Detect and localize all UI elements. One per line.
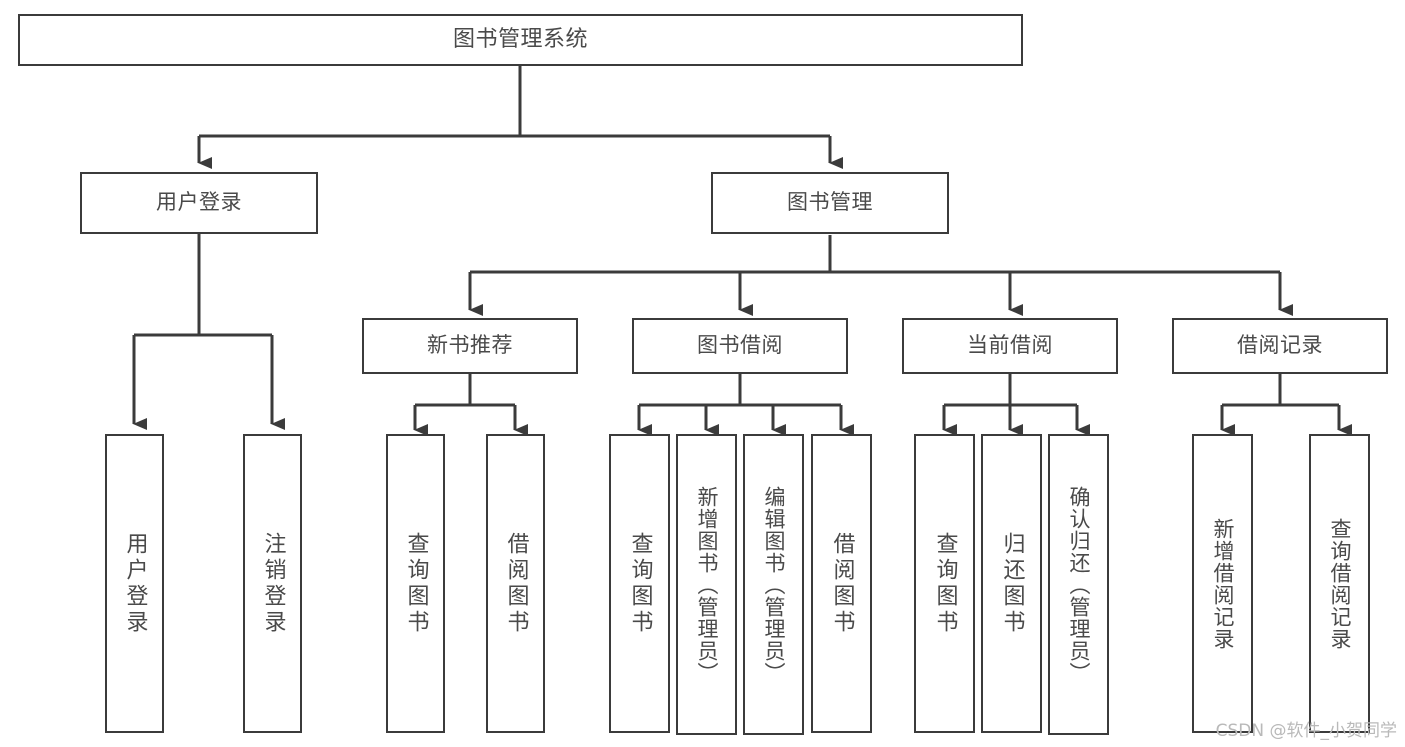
node-label: 编辑图书（管理员） bbox=[762, 485, 786, 684]
node-book-management[interactable]: 图书管理 bbox=[711, 172, 949, 234]
node-new-book-recommendation[interactable]: 新书推荐 bbox=[362, 318, 578, 374]
node-label: 借阅图书 bbox=[503, 531, 529, 636]
node-leaf-lend-book[interactable]: 借阅图书 bbox=[811, 434, 872, 733]
node-borrowing-record[interactable]: 借阅记录 bbox=[1172, 318, 1388, 374]
node-label: 借阅记录 bbox=[1237, 333, 1323, 358]
node-leaf-borrow-book-recommendation[interactable]: 借阅图书 bbox=[486, 434, 545, 733]
node-leaf-logout[interactable]: 注销登录 bbox=[243, 434, 302, 733]
node-leaf-edit-book-admin[interactable]: 编辑图书（管理员） bbox=[743, 434, 804, 735]
node-leaf-query-book[interactable]: 查询图书 bbox=[609, 434, 670, 733]
node-label: 图书管理 bbox=[787, 190, 873, 215]
node-label: 图书借阅 bbox=[697, 333, 783, 358]
node-label: 新书推荐 bbox=[427, 333, 513, 358]
node-leaf-user-login[interactable]: 用户登录 bbox=[105, 434, 164, 733]
node-leaf-query-borrowing-record[interactable]: 查询借阅记录 bbox=[1309, 434, 1370, 733]
node-leaf-query-book-current[interactable]: 查询图书 bbox=[914, 434, 975, 733]
node-book-borrowing[interactable]: 图书借阅 bbox=[632, 318, 848, 374]
node-label: 新增图书（管理员） bbox=[695, 485, 719, 684]
node-label: 确认归还（管理员） bbox=[1067, 485, 1091, 684]
node-current-borrowing[interactable]: 当前借阅 bbox=[902, 318, 1118, 374]
node-leaf-add-book-admin[interactable]: 新增图书（管理员） bbox=[676, 434, 737, 735]
node-label: 归还图书 bbox=[999, 531, 1025, 636]
node-leaf-return-book[interactable]: 归还图书 bbox=[981, 434, 1042, 733]
node-label: 查询图书 bbox=[403, 531, 429, 636]
node-leaf-add-borrowing-record[interactable]: 新增借阅记录 bbox=[1192, 434, 1253, 733]
node-label: 用户登录 bbox=[156, 190, 242, 215]
node-label: 新增借阅记录 bbox=[1211, 517, 1235, 650]
node-label: 查询图书 bbox=[627, 531, 653, 636]
node-label: 查询图书 bbox=[932, 531, 958, 636]
node-label: 当前借阅 bbox=[967, 333, 1053, 358]
node-root-book-management-system[interactable]: 图书管理系统 bbox=[18, 14, 1023, 66]
node-user-login[interactable]: 用户登录 bbox=[80, 172, 318, 234]
node-label: 查询借阅记录 bbox=[1328, 517, 1352, 650]
node-leaf-confirm-return-admin[interactable]: 确认归还（管理员） bbox=[1048, 434, 1109, 735]
node-label: 用户登录 bbox=[122, 531, 148, 636]
node-label: 借阅图书 bbox=[829, 531, 855, 636]
node-label: 图书管理系统 bbox=[452, 26, 588, 52]
node-leaf-query-book-recommendation[interactable]: 查询图书 bbox=[386, 434, 445, 733]
node-label: 注销登录 bbox=[260, 531, 286, 636]
